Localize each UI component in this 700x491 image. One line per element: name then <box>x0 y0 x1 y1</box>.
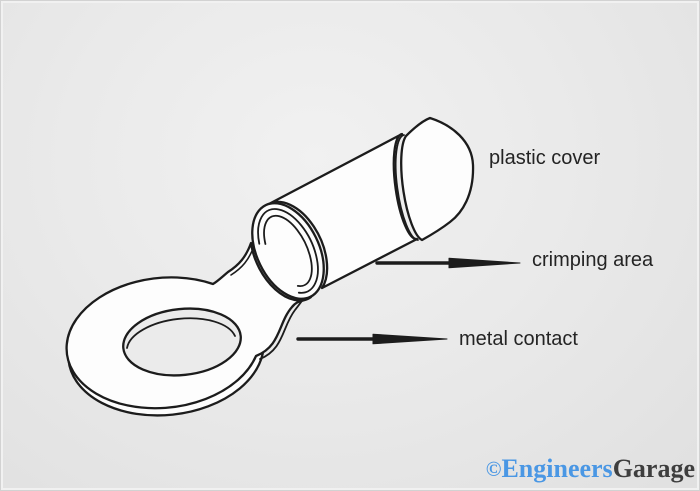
plastic-cover-cap <box>400 116 475 242</box>
label-metal-contact: metal contact <box>459 328 578 350</box>
barrel-body <box>265 132 419 290</box>
copyright-icon: © <box>485 457 502 481</box>
metal-contact-arrow <box>296 333 448 345</box>
crimping-area-arrow <box>375 257 521 269</box>
watermark-brand-secondary: Garage <box>612 454 695 483</box>
watermark-brand-primary: Engineers <box>501 454 613 483</box>
watermark: ©EngineersGarage <box>486 454 695 484</box>
label-plastic-cover: plastic cover <box>489 147 601 169</box>
neck-thickness-line <box>230 245 255 276</box>
mouth-inner-ring-2 <box>263 214 313 287</box>
label-crimping-area: crimping area <box>532 249 654 271</box>
barrel-mouth-rim <box>251 202 325 300</box>
hole-thickness-line <box>126 317 236 349</box>
mouth-inner-ring-1 <box>257 208 319 294</box>
